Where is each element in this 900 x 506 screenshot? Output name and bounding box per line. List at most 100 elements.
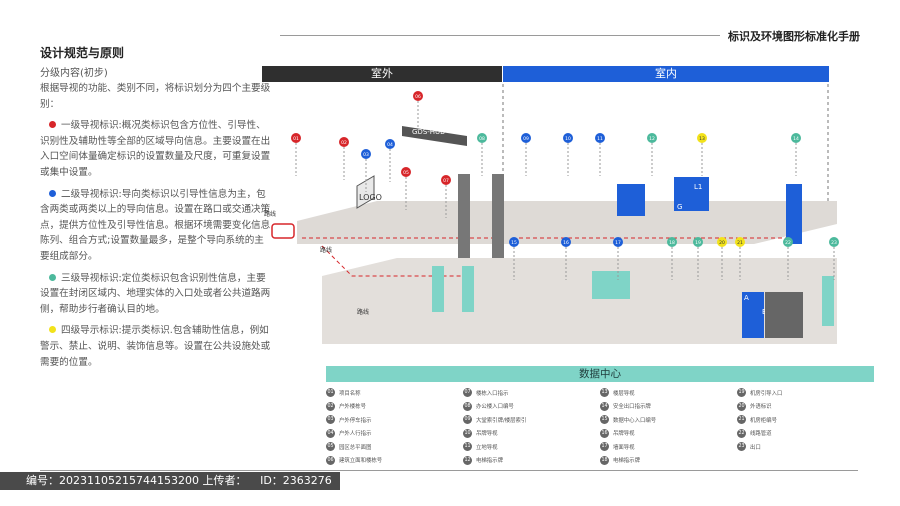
legend-item: 07 楼栋入口指示 (463, 386, 600, 400)
sign-marker: 22 (783, 237, 793, 280)
level-text: 四级导示标识:提示类标识.包含辅助性信息，例如警示、禁止、说明、装饰信息等。设置… (40, 325, 271, 368)
dc-portal-left (432, 266, 444, 312)
server-racks (765, 292, 803, 338)
legend-text: 建筑立面和楼栋号 (339, 458, 383, 465)
sign-marker-dot (509, 237, 519, 247)
legend-text: 户外楼栋号 (339, 404, 366, 411)
outdoor-portal-right (492, 174, 504, 258)
sign-marker-number: 09 (523, 136, 529, 142)
isometric-scene: LOGO GDS-HUB 路线 路线 路线 L1 G A B 010203040… (264, 84, 839, 344)
legend-number: 13 (600, 388, 609, 398)
sign-marker: 16 (561, 237, 571, 280)
sign-marker: 08 (477, 133, 487, 176)
sign-marker: 06 (413, 91, 423, 134)
level-text: 二级导视标识:导向类标识以引导性信息为主，包含两类或两类以上的导向信息。设置在路… (40, 188, 271, 262)
sign-marker-dot (361, 149, 371, 159)
legend-text: 园区总平面图 (339, 444, 372, 451)
level-item: 二级导视标识:导向类标识以引导性信息为主，包含两类或两类以上的导向信息。设置在路… (40, 187, 272, 265)
sign-marker-dot (697, 133, 707, 143)
legend-number: 08 (463, 401, 472, 411)
road-label-3: 路线 (357, 308, 369, 316)
sign-marker-dot (791, 133, 801, 143)
legend-number: 15 (600, 415, 609, 425)
sign-marker-number: 10 (565, 136, 571, 142)
floor-lower (322, 258, 837, 344)
legend-number: 12 (463, 455, 472, 465)
manual-title: 标识及环境图形标准化手册 (720, 28, 860, 44)
road-label-1: 路线 (264, 210, 276, 218)
legend-number: 11 (463, 442, 472, 452)
building-text: GDS-HUB (412, 128, 445, 136)
legend-number: 19 (737, 388, 746, 398)
sign-marker-dot (735, 237, 745, 247)
sign-marker-dot (339, 137, 349, 147)
sign-marker-number: 13 (699, 136, 705, 142)
legend-number: 07 (463, 388, 472, 398)
legend-item: 12 电梯指示牌 (463, 454, 600, 468)
sign-marker-number: 02 (341, 140, 347, 146)
sign-marker-number: 15 (511, 240, 517, 246)
legend-text: 户外停车指示 (339, 417, 372, 424)
level-item: 四级导示标识:提示类标识.包含辅助性信息，例如警示、禁止、说明、装饰信息等。设置… (40, 323, 272, 370)
sign-marker-dot (521, 133, 531, 143)
sign-marker-number: 21 (737, 240, 743, 246)
legend-text: 电梯指示牌 (476, 458, 503, 465)
legend-text: 吊牌导视 (476, 431, 498, 438)
level-dot-icon (49, 326, 56, 334)
sign-marker-number: 22 (785, 240, 791, 246)
sign-marker: 21 (735, 237, 745, 280)
sign-marker: 02 (339, 137, 349, 180)
sign-marker: 13 (697, 133, 707, 176)
sign-marker-dot (385, 139, 395, 149)
legend-text: 楼栋入口指示 (476, 390, 509, 397)
sign-marker-dot (829, 237, 839, 247)
sign-marker: 07 (441, 175, 451, 218)
sign-marker-number: 23 (831, 240, 837, 246)
legend-item: 06 建筑立面和楼栋号 (326, 454, 463, 468)
legend-text: 户外人行指示 (339, 431, 372, 438)
sign-marker-number: 17 (615, 240, 621, 246)
sign-marker-number: 07 (443, 178, 449, 184)
legend-text: 线路管道 (750, 431, 772, 438)
legend-number: 17 (600, 442, 609, 452)
floor-label-l1: L1 (694, 183, 702, 191)
legend-text: 机房柜编号 (750, 417, 777, 424)
level-dot-icon (49, 273, 56, 281)
legend-text: 机房引导入口 (750, 390, 783, 397)
sign-marker-dot (717, 237, 727, 247)
legend-number: 22 (737, 428, 746, 438)
sign-marker: 14 (791, 133, 801, 176)
section-title: 设计规范与原则 (40, 46, 125, 60)
legend-number: 03 (326, 415, 335, 425)
legend-number: 06 (326, 455, 335, 465)
sign-marker: 09 (521, 133, 531, 176)
rack-label-a: A (744, 294, 749, 302)
sign-marker-number: 14 (793, 136, 799, 142)
sign-marker-number: 19 (695, 240, 701, 246)
level-dot-icon (49, 189, 56, 197)
legend-text: 项目名称 (339, 390, 361, 397)
legend-item: 22 线路管道 (737, 427, 874, 441)
sign-marker: 11 (595, 133, 605, 176)
legend-number: 02 (326, 401, 335, 411)
intro-paragraph: 根据导视的功能、类别不同，将标识划分为四个主要级别： (40, 83, 271, 110)
level-text: 一级导视标识:概况类标识包含方位性、引导性、识别性及辅助性等全部的区域导向信息。… (40, 120, 271, 178)
legend-number: 20 (737, 401, 746, 411)
legend-text: 安全出口指示牌 (613, 404, 651, 411)
sign-marker-dot (667, 237, 677, 247)
level-item: 三级导视标识:定位类标识包含识别性信息，主要设置在封闭区域内、地理实体的入口处或… (40, 271, 272, 318)
watermark-bar: 编号：20231105215744153200 上传者：ㅤ ID：2363276 (0, 472, 340, 490)
legend-empty (737, 454, 874, 468)
sign-marker: 18 (667, 237, 677, 280)
